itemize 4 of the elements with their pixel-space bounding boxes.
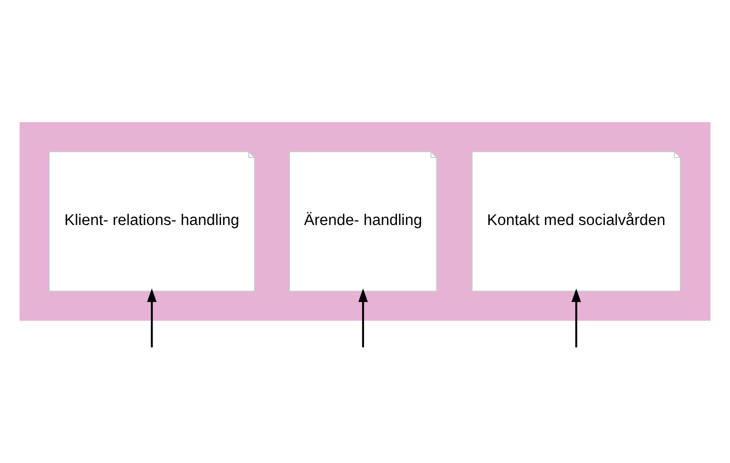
cluster <box>20 122 710 321</box>
arrow <box>147 288 157 348</box>
arrow <box>358 288 368 348</box>
arrow <box>571 288 581 348</box>
